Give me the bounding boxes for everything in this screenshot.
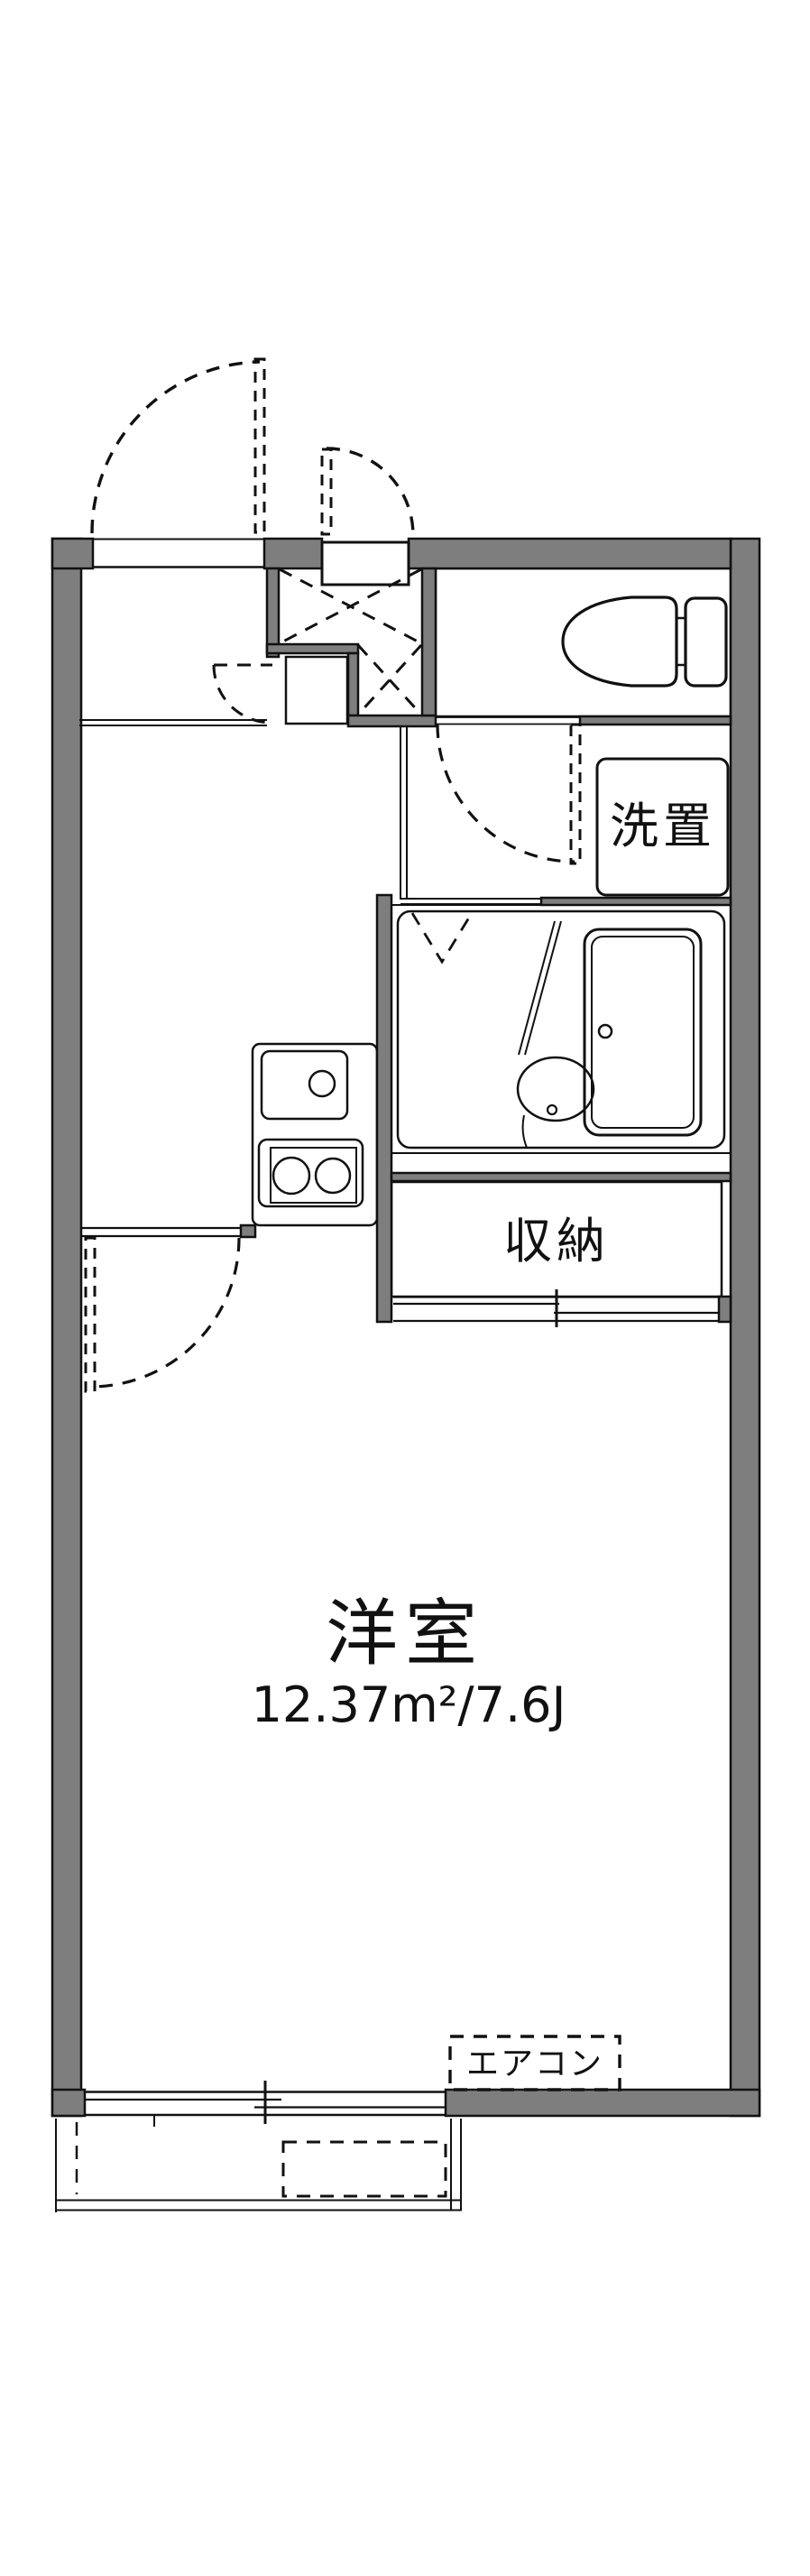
wall-washroom-bottom [539,896,732,907]
left-room-door [212,663,272,725]
wall-genkan-bottom [346,714,437,728]
wash-basin-drain [546,1103,558,1116]
bathtub-inner [591,936,695,1129]
genkan-floor-mark-upper [279,568,422,645]
shower-partition-line2 [524,920,562,1056]
toilet-door-swing-arc [436,724,575,863]
balcony-rail-bottom [56,2199,462,2211]
balcony [55,2119,462,2212]
entrance-door-frame [320,540,410,586]
wall-top-mid-segment [262,537,324,570]
aircon-label: エアコン [466,2045,603,2082]
aircon-box [448,2035,621,2091]
wall-top-left-segment [51,537,95,570]
wall-right [729,537,761,2118]
toilet-door-leaf [569,723,582,865]
washroom-partition-wall [400,726,408,900]
wall-bath-bottom [390,1171,732,1183]
main-room-label: 洋室 [326,1592,484,1676]
bath-folding-door [410,912,474,965]
washroom: 洗置 [400,716,730,900]
wall-genkan-horizontal [265,642,360,655]
balcony-rail-right [450,2119,462,2211]
living-room-door-leaf [84,1236,97,1393]
kitchen-unit [251,1042,379,1227]
bathtub [583,928,703,1137]
bathroom-floor [396,909,726,1150]
sink-faucet [308,1069,336,1098]
wall-bottom-right-segment [444,2088,761,2118]
stove-burner-left [272,1156,311,1196]
kitchen-sink [260,1049,349,1121]
washer-place-label: 洗置 [610,798,716,854]
bathtub-drain [597,1023,613,1039]
shower-partition-line [518,920,556,1056]
wall-top-right-segment [407,537,732,570]
wash-basin [516,1056,595,1122]
balcony-dashed-area [281,2140,447,2198]
left-room-wide-opening [79,719,267,726]
genkan-floor-mark-lower [356,643,423,716]
large-outward-door-leaf [253,357,266,534]
wall-genkan-right [420,567,437,717]
left-room-door-swing-arc [212,664,272,725]
wall-left [51,537,83,2118]
wall-genkan-vertical [346,651,360,717]
bath-threshold [400,898,541,905]
stove-burner-right [314,1157,352,1195]
main-room-size-label: 12.37m²/7.6J [252,1676,566,1733]
entrance-door-leaf [320,448,333,536]
wall-closet-door-stub [717,1295,732,1324]
living-room-door-swing-arc [89,1237,241,1389]
storage-label: 収納 [503,1213,610,1270]
storage-sliding-door [393,1289,719,1327]
kitchen-room-boundary [81,1226,241,1238]
toilet-bowl [561,596,678,688]
entrance-door-swing-arc [326,447,415,536]
wall-bottom-left-segment [51,2088,87,2118]
toilet-door-opening [436,716,580,725]
wall-bath-left [375,893,393,1324]
toilet-tank [684,596,728,688]
wall-kitchen-stub [239,1223,257,1239]
wall-toilet-bottom [578,715,732,726]
genkan-entry [279,568,423,716]
stove-top [270,1147,357,1204]
bottom-window [85,2081,446,2127]
entry-doors [90,357,415,586]
walls [51,537,761,2118]
basin-pipe-line [521,1114,528,1149]
air-conditioner: エアコン [448,2035,621,2091]
wall-genkan-left [265,567,281,659]
stove-unit [257,1138,364,1208]
washing-machine-space [595,757,730,897]
toilet-fixture [561,596,728,688]
living-room-door [84,1236,241,1393]
toilet-connector-lines [677,616,686,667]
